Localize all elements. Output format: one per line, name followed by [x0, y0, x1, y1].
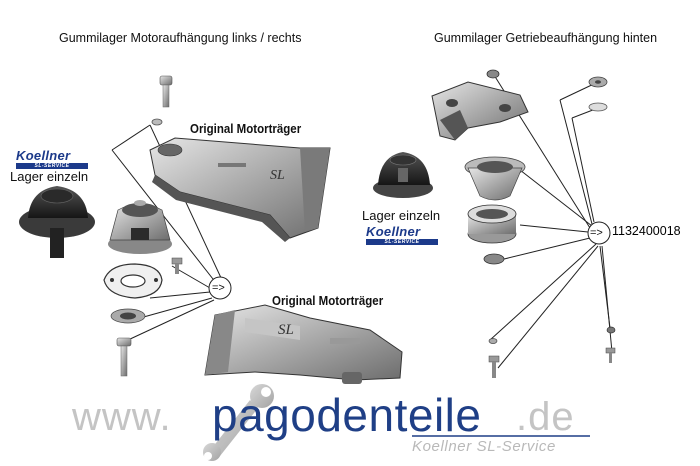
small-nut-icon — [606, 326, 616, 334]
washer-icon — [151, 118, 163, 126]
label-lager-einzeln-left: Lager einzeln — [10, 169, 89, 184]
long-bolt-icon — [116, 337, 132, 377]
heading-transmission-mounts: Gummilager Getriebeaufhängung hinten — [434, 31, 658, 45]
bracket-top-engraving: SL — [270, 168, 285, 183]
arrow-circle-left — [208, 276, 232, 300]
gasket-plate — [103, 263, 163, 299]
washer-flat-icon — [588, 102, 608, 112]
footer-subline: Koellner SL-Service — [412, 438, 556, 455]
engine-bracket-top — [149, 137, 331, 242]
label-lager-einzeln-right: Lager einzeln — [362, 208, 441, 223]
arrow-left-text: => — [212, 282, 225, 294]
cone-rubber-mount — [464, 156, 526, 201]
label-original-motortraeger-top: Original Motorträger — [190, 122, 302, 136]
wrench-watermark-icon — [203, 384, 274, 461]
tiny-screw-icon — [605, 347, 616, 363]
koellner-logo-left: Koellner SL-SERVICE — [16, 148, 88, 169]
arrow-circle-right — [587, 221, 611, 245]
connector-lines-right — [489, 74, 613, 369]
small-bolt-icon — [488, 355, 500, 378]
screw-icon — [171, 257, 183, 274]
arrow-right-text: => — [590, 227, 603, 239]
footer-tld: .de — [516, 395, 575, 439]
label-original-motortraeger-bottom: Original Motorträger — [272, 294, 384, 308]
footer-brand: pagodenteile — [212, 389, 482, 441]
part-number: 1132400018 — [612, 224, 681, 238]
rubber-disc-icon — [483, 253, 505, 265]
engine-mount-with-flange — [108, 200, 172, 254]
rubber-cup — [110, 308, 146, 324]
bolt-icon — [159, 75, 173, 108]
engine-bracket-bottom — [204, 304, 403, 384]
rubber-mount-single-left — [19, 186, 95, 258]
heading-engine-mounts: Gummilager Motoraufhängung links / recht… — [59, 31, 302, 45]
transmission-bracket — [431, 81, 529, 141]
koellner-logo-right: Koellner SL-SERVICE — [366, 224, 438, 245]
rubber-mount-single-right — [373, 152, 433, 198]
bracket-bottom-engraving: SL — [278, 322, 294, 338]
small-washer-icon — [488, 338, 498, 344]
nut-icon — [486, 69, 500, 79]
rubber-sleeve-ring — [467, 204, 517, 244]
footer-www: www. — [72, 395, 172, 439]
